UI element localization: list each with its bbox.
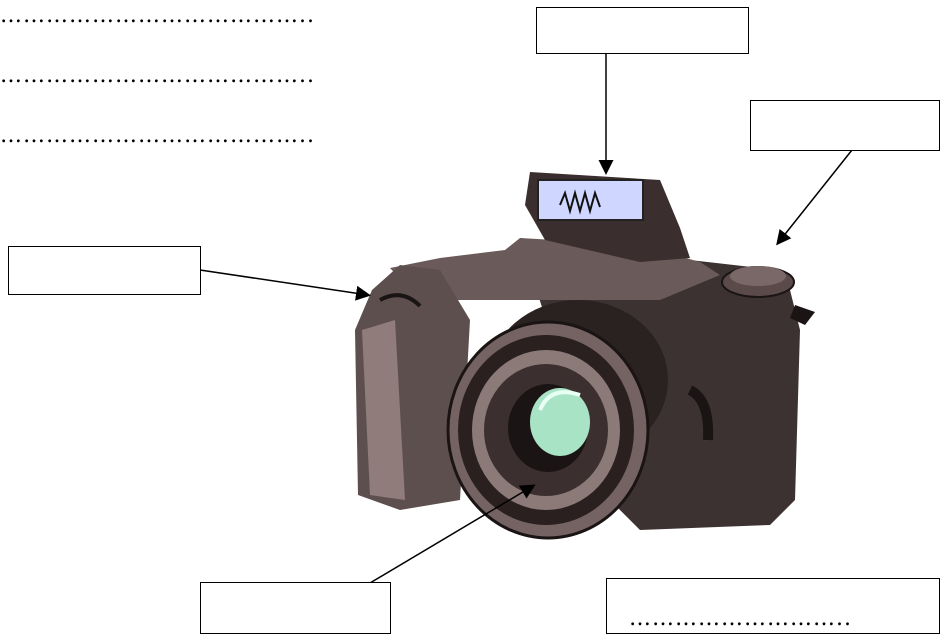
camera-body [355,172,815,540]
flash-label-box[interactable] [536,7,749,54]
grip-arrow [199,269,371,301]
answer-label-box[interactable]: ……………………….. [606,578,940,634]
grip-label-box[interactable] [8,246,201,295]
answer-line-2[interactable]: ………………………………….. [0,63,315,88]
answer-line-3[interactable]: ………………………………….. [0,123,315,148]
flash-window [537,179,644,221]
shutter-button-label-box[interactable] [750,100,940,151]
lens-arrow [369,484,536,584]
answer-label: ……………………….. [629,606,852,631]
lens-glass [530,388,590,456]
lens-label-box[interactable] [200,582,391,634]
shutter-arrow [776,149,853,246]
answer-line-1[interactable]: ………………………………….. [0,3,315,28]
